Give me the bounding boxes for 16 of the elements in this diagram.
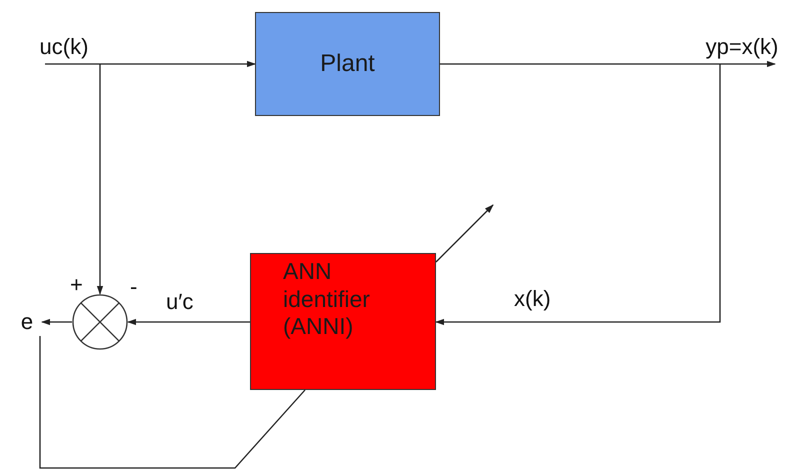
ann-identifier-block: ANN identifier (ANNI) [250, 253, 436, 390]
arrow [45, 60, 256, 68]
arrow [436, 204, 494, 262]
arrow [127, 318, 250, 326]
plant-block: Plant [255, 12, 440, 116]
signal-label: e [12, 308, 42, 336]
arrow [96, 64, 104, 295]
connector-line [39, 336, 306, 469]
sign-label: + [70, 274, 83, 296]
arrow [435, 64, 721, 326]
signal-label: uc(k) [28, 30, 100, 64]
sign-label: - [130, 276, 138, 298]
arrow [440, 60, 776, 68]
signal-label: yp=x(k) [702, 30, 782, 64]
arrow [41, 318, 72, 326]
summing-junction [72, 294, 128, 350]
